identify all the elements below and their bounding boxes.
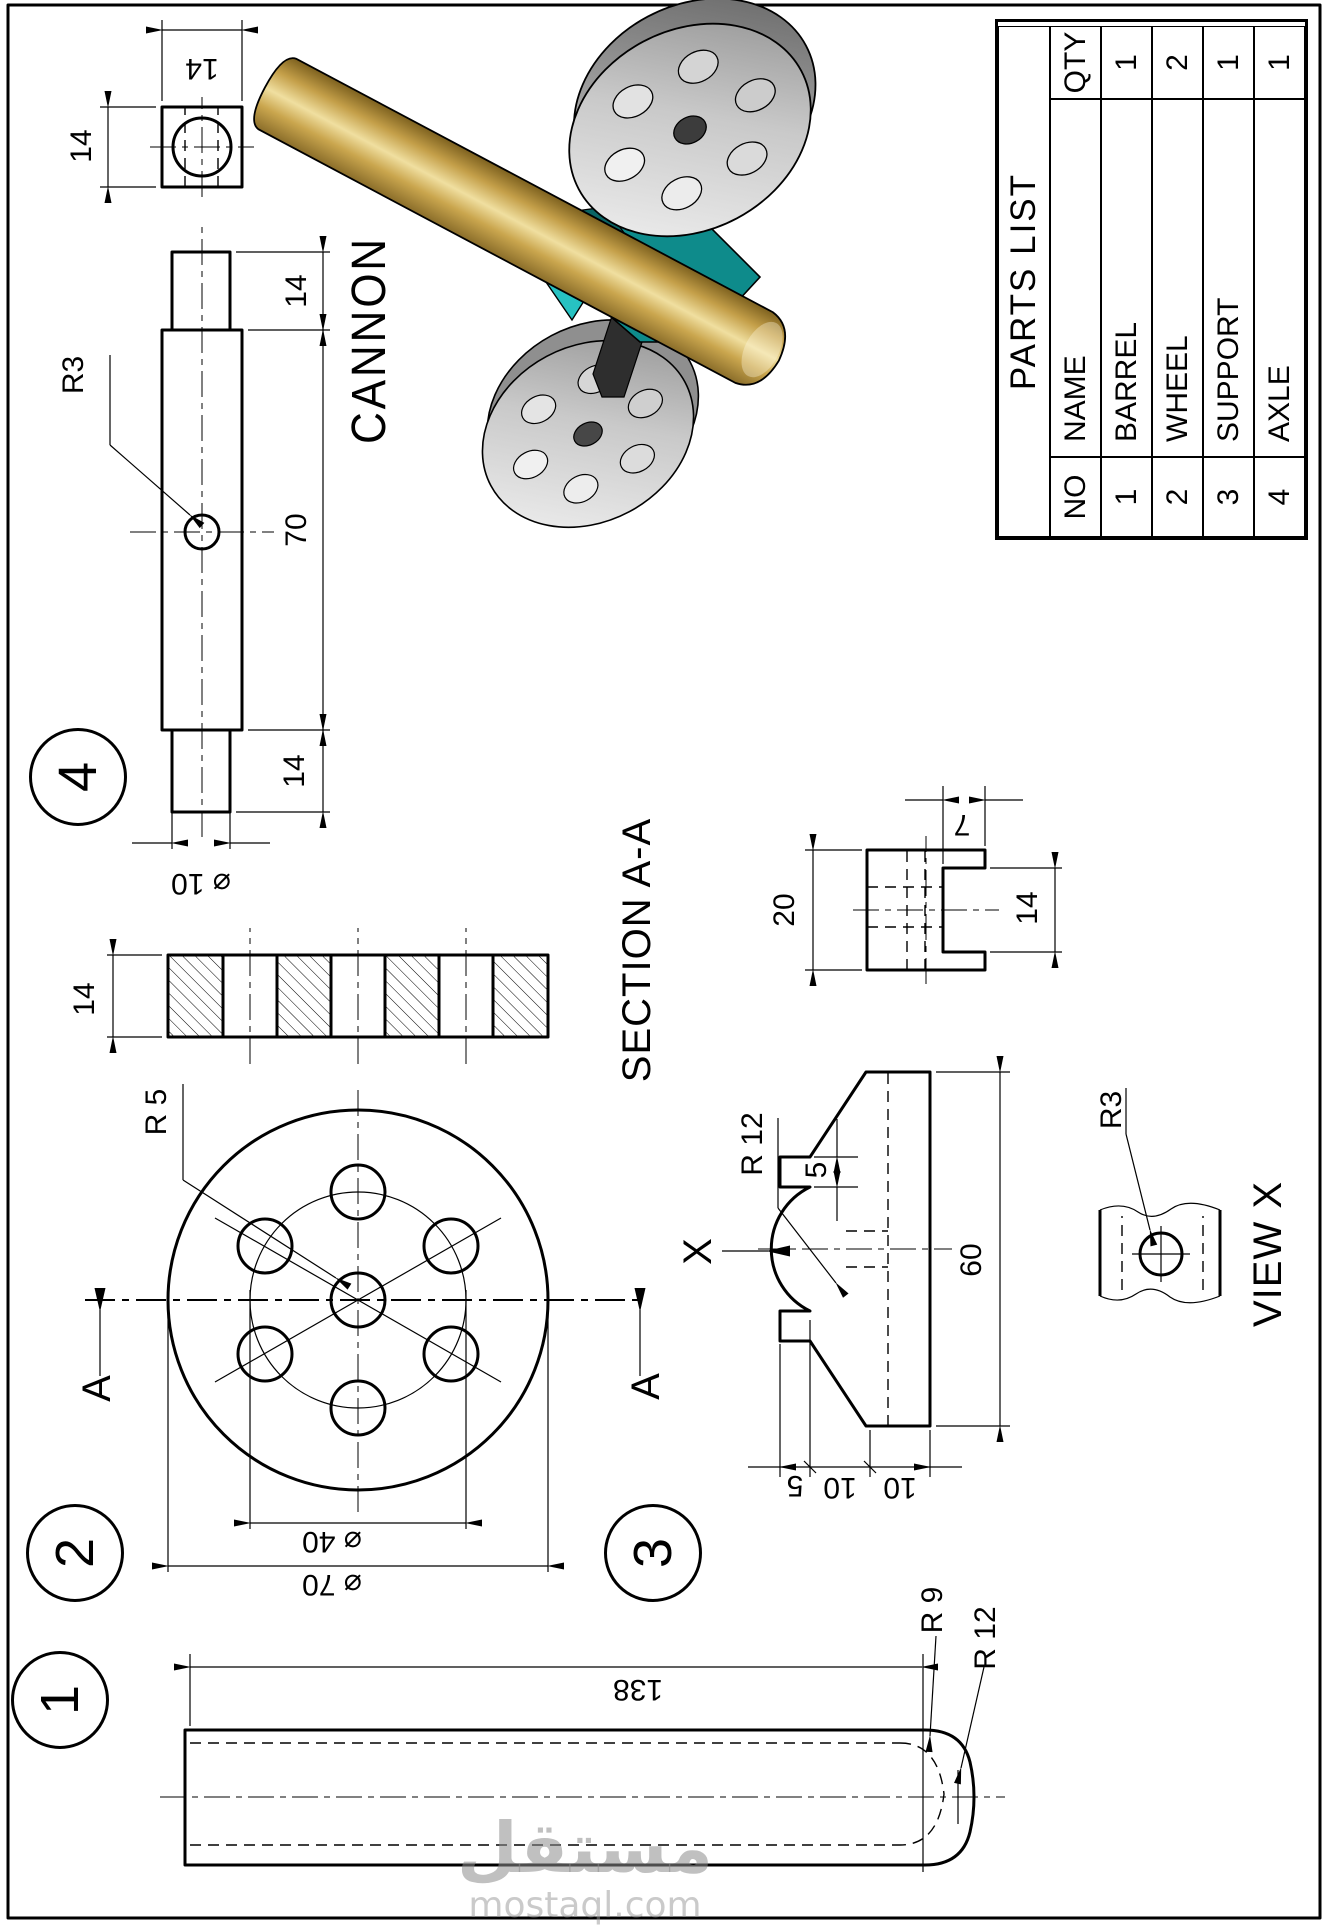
badge-part-1: 1 bbox=[11, 1651, 109, 1749]
support-tab-dim: 5 bbox=[800, 1161, 833, 1179]
badge-part-2: 2 bbox=[26, 1504, 124, 1602]
axle-diameter-dim: ⌀ 10 bbox=[171, 867, 231, 900]
axle-right-end-dim: 14 bbox=[280, 274, 313, 308]
support-depth-dim: 14 bbox=[1011, 891, 1044, 925]
row-no: 4 bbox=[1254, 457, 1305, 537]
support-length-dim: 60 bbox=[955, 1243, 988, 1277]
barrel-length-dim: 138 bbox=[612, 1673, 664, 1706]
barrel-bore-radius: R 9 bbox=[916, 1586, 949, 1634]
axle-body-dim: 70 bbox=[280, 513, 313, 547]
axle-hole-radius: R3 bbox=[57, 355, 90, 395]
support-top-view bbox=[805, 786, 1062, 986]
axle-views bbox=[100, 20, 330, 849]
support-step-dim: 7 bbox=[953, 808, 971, 841]
row-no: 1 bbox=[1101, 457, 1152, 537]
wheel-bolt-circle-dia: ⌀ 40 bbox=[302, 1525, 362, 1558]
col-header-no: NO bbox=[1050, 457, 1101, 537]
support-chain-dim-3: 10 bbox=[883, 1471, 917, 1504]
col-header-name: NAME bbox=[1050, 99, 1101, 457]
wheel-outer-dia: ⌀ 70 bbox=[302, 1568, 362, 1601]
support-width-dim: 20 bbox=[768, 893, 801, 927]
wheel-section-view bbox=[107, 928, 550, 1064]
support-hole-radius: R3 bbox=[1095, 1090, 1128, 1130]
row-qty: 1 bbox=[1101, 26, 1152, 99]
axle-left-end-dim: 14 bbox=[278, 754, 311, 788]
section-title: SECTION A-A bbox=[615, 817, 659, 1083]
view-x-title: VIEW X bbox=[1246, 1180, 1290, 1328]
col-header-qty: QTY bbox=[1050, 26, 1101, 99]
row-name: SUPPORT bbox=[1203, 99, 1254, 457]
row-qty: 1 bbox=[1254, 26, 1305, 99]
barrel-view bbox=[160, 1635, 1005, 1872]
support-front-view bbox=[722, 1056, 1010, 1477]
row-qty: 2 bbox=[1152, 26, 1203, 99]
row-qty: 1 bbox=[1203, 26, 1254, 99]
support-chain-dim-2: 10 bbox=[823, 1471, 857, 1504]
parts-list-table: PARTS LIST NO NAME QTY 1 BARREL 1 2 WHEE… bbox=[995, 19, 1308, 540]
assembly-render bbox=[253, 0, 817, 529]
parts-list-title: PARTS LIST bbox=[998, 26, 1050, 537]
row-name: WHEEL bbox=[1152, 99, 1203, 457]
row-name: BARREL bbox=[1101, 99, 1152, 457]
axle-square-dim: 14 bbox=[185, 52, 219, 85]
drawing-title: CANNON bbox=[343, 236, 396, 444]
row-name: AXLE bbox=[1254, 99, 1305, 457]
barrel-outer-radius: R 12 bbox=[969, 1606, 1002, 1670]
support-chain-dim-1: 5 bbox=[786, 1469, 804, 1502]
cut-label-a1: A bbox=[75, 1374, 119, 1402]
row-no: 3 bbox=[1203, 457, 1254, 537]
badge-part-4: 4 bbox=[29, 728, 127, 826]
wheel-view bbox=[85, 1084, 646, 1572]
wheel-hole-radius: R 5 bbox=[140, 1088, 173, 1136]
support-cradle-radius: R 12 bbox=[736, 1112, 769, 1176]
support-aux-view-x bbox=[1098, 1088, 1222, 1304]
row-no: 2 bbox=[1152, 457, 1203, 537]
axle-end-face-dim: 14 bbox=[65, 129, 98, 163]
cut-label-a2: A bbox=[624, 1372, 668, 1400]
sheet-border bbox=[6, 3, 1322, 1920]
section-thickness-dim: 14 bbox=[68, 982, 101, 1016]
view-x-arrow-label: X bbox=[676, 1237, 720, 1265]
badge-part-3: 3 bbox=[604, 1504, 702, 1602]
